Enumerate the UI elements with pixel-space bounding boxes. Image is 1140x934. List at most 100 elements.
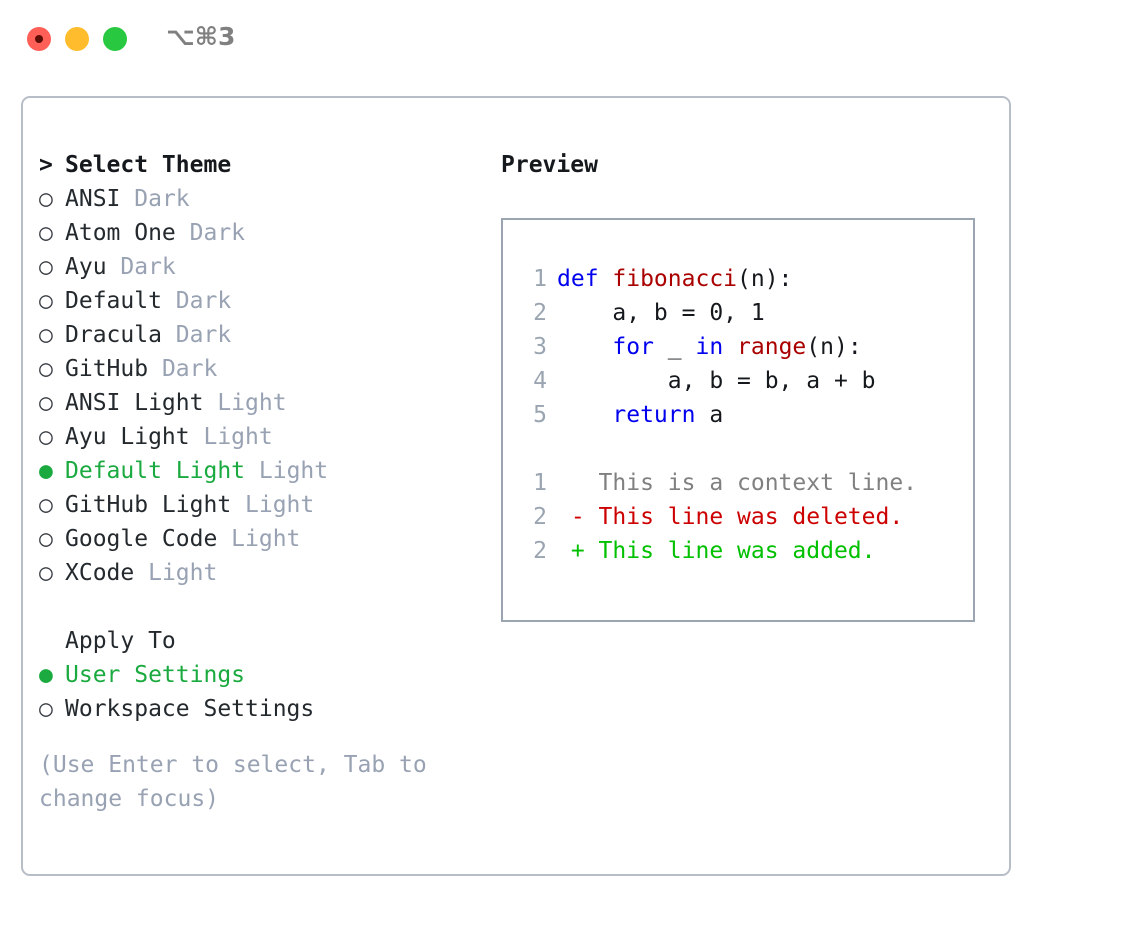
line-number: 2 (533, 504, 547, 530)
close-light[interactable] (27, 27, 51, 51)
theme-option-dracula[interactable]: ○ Dracula Dark (39, 318, 479, 352)
theme-option-label: ANSI Light (65, 390, 218, 416)
diff-line: 1 This is a context line. (519, 466, 917, 500)
radio-unselected-icon: ○ (39, 492, 53, 518)
code-line: 3 for _ in range(n): (519, 330, 917, 364)
theme-variant-label: Light (231, 526, 301, 552)
apply-to-option-label: Workspace Settings (65, 696, 315, 722)
code-token: _ (653, 334, 696, 360)
theme-option-default[interactable]: ○ Default Dark (39, 284, 479, 318)
radio-unselected-icon: ○ (39, 322, 53, 348)
apply-to-option-user-settings[interactable]: ●User Settings (39, 658, 479, 692)
code-token: - This line was deleted. (557, 504, 904, 530)
theme-option-label: GitHub (65, 356, 162, 382)
theme-variant-label: Light (217, 390, 287, 416)
radio-unselected-icon: ○ (39, 356, 53, 382)
theme-variant-label: Light (203, 424, 273, 450)
code-token (723, 330, 737, 364)
theme-option-label: Google Code (65, 526, 232, 552)
theme-option-ayu[interactable]: ○ Ayu Dark (39, 250, 479, 284)
theme-option-label: GitHub Light (65, 492, 246, 518)
minimize-light[interactable] (65, 27, 89, 51)
theme-option-ayu-light[interactable]: ○ Ayu Light Light (39, 420, 479, 454)
radio-unselected-icon: ○ (39, 390, 53, 416)
apply-to-options-list: ●User Settings ○ Workspace Settings (39, 658, 479, 726)
code-token: (n): (806, 334, 862, 360)
theme-option-default-light[interactable]: ● Default Light Light (39, 454, 479, 488)
theme-option-label: Atom One (65, 220, 190, 246)
keyboard-shortcut-label: ⌥⌘3 (166, 22, 236, 51)
theme-option-ansi[interactable]: ○ANSI Dark (39, 182, 479, 216)
preview-title: Preview (501, 152, 598, 178)
theme-option-label: Dracula (65, 322, 176, 348)
code-line: 4 a, b = b, a + b (519, 364, 917, 398)
theme-option-label: Default Light (65, 458, 259, 484)
list-spacer (39, 590, 479, 624)
code-token: def (557, 266, 613, 292)
code-line: 2 a, b = 0, 1 (519, 296, 917, 330)
line-number: 4 (533, 368, 547, 394)
theme-picker-panel: > Select Theme ○ANSI Dark○Atom One Dark○… (21, 96, 1011, 876)
radio-unselected-icon: ○ (39, 696, 53, 722)
apply-to-option-workspace-settings[interactable]: ○ Workspace Settings (39, 692, 479, 726)
line-number: 1 (533, 470, 547, 496)
theme-variant-label: Dark (175, 322, 232, 348)
code-blank-line (519, 432, 917, 466)
focus-caret-icon: > (39, 152, 53, 178)
theme-variant-label: Dark (120, 254, 176, 280)
code-token: + This line was added. (557, 538, 876, 564)
theme-option-github[interactable]: ○ GitHub Dark (39, 352, 479, 386)
diff-line: 2 - This line was deleted. (519, 500, 917, 534)
theme-option-google-code[interactable]: ○ Google Code Light (39, 522, 479, 556)
theme-list-column: > Select Theme ○ANSI Dark○Atom One Dark○… (39, 148, 479, 816)
radio-unselected-icon: ○ (39, 560, 53, 586)
code-token: for (612, 334, 654, 360)
theme-variant-label: Light (148, 560, 218, 586)
theme-option-label: Ayu (65, 254, 121, 280)
line-number: 2 (533, 300, 547, 326)
theme-options-list: ○ ANSI Dark ○ Atom One Dark ○ Ayu Dark ○ Defaul… (39, 182, 479, 590)
radio-unselected-icon: ○ (39, 288, 53, 314)
select-theme-title: Select Theme (65, 152, 232, 178)
select-theme-header: > Select Theme (39, 148, 479, 182)
theme-option-ansi-light[interactable]: ○ ANSI Light Light (39, 386, 479, 420)
theme-option-atom-one[interactable]: ○ Atom One Dark (39, 216, 479, 250)
radio-unselected-icon: ○ (39, 220, 53, 246)
radio-selected-icon: ● (39, 458, 53, 484)
apply-to-header: Apply To (39, 624, 479, 658)
theme-option-label: Ayu Light (65, 424, 204, 450)
apply-to-marker-placeholder (39, 624, 65, 658)
title-bar: ⌥⌘3 (0, 0, 1140, 78)
code-token: a, b = 0, 1 (557, 300, 765, 326)
theme-variant-label: Dark (175, 288, 232, 314)
theme-option-github-light[interactable]: ○ GitHub Light Light (39, 488, 479, 522)
code-token: return (612, 402, 696, 428)
theme-variant-label: Dark (189, 220, 246, 246)
maximize-light[interactable] (103, 27, 127, 51)
theme-option-xcode[interactable]: ○ XCode Light (39, 556, 479, 590)
code-token: This is a context line. (557, 470, 918, 496)
theme-variant-label: Light (245, 492, 315, 518)
code-token (557, 330, 612, 364)
theme-option-label: Default (65, 288, 176, 314)
code-token: a (695, 402, 724, 428)
theme-option-label: XCode (65, 560, 149, 586)
radio-unselected-icon: ○ (39, 526, 53, 552)
radio-unselected-icon: ○ (39, 424, 53, 450)
radio-unselected-icon: ○ (39, 254, 53, 280)
theme-variant-label: Dark (161, 356, 218, 382)
theme-variant-label: Light (258, 458, 329, 484)
theme-option-label: ANSI (65, 186, 135, 212)
code-token: a, b = b, a + b (557, 368, 876, 394)
line-number: 1 (533, 266, 547, 292)
diff-line: 2 + This line was added. (519, 534, 917, 568)
code-token: in (695, 334, 724, 360)
code-line: 5 return a (519, 398, 917, 432)
radio-unselected-icon: ○ (39, 186, 53, 212)
apply-to-title: Apply To (65, 628, 176, 654)
apply-to-option-label: User Settings (65, 662, 246, 688)
